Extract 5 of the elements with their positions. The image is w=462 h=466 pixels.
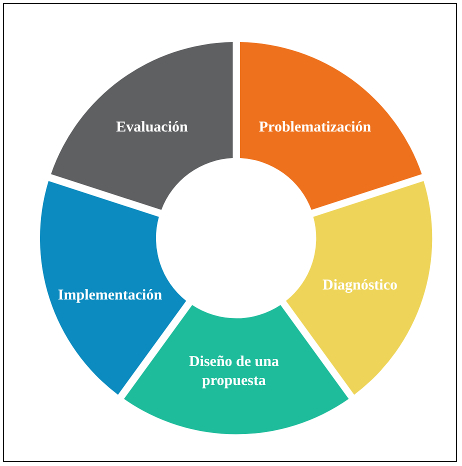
segment-label: Implementación (58, 286, 162, 306)
segment-label: Diseño de una propuesta (188, 352, 280, 391)
segment-label: Evaluación (116, 118, 188, 138)
segment-label: Problematización (258, 118, 372, 138)
segment-label: Diagnóstico (322, 276, 398, 296)
